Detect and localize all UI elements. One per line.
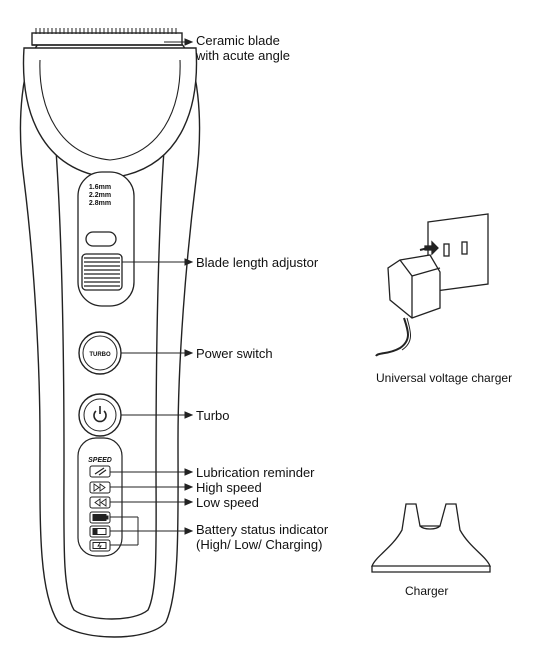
indicator-icons (89, 465, 111, 552)
blade-head (22, 47, 198, 179)
power-switch-label: Power switch (196, 346, 273, 361)
power-icon (93, 410, 107, 423)
high-speed-label: High speed (196, 480, 262, 495)
low-speed-label: Low speed (196, 495, 259, 510)
length-mark: 2.2mm (89, 192, 111, 199)
ceramic-blade-label-line2: with acute angle (196, 48, 290, 63)
length-mark: 2.8mm (89, 200, 111, 207)
base-charger-caption: Charger (405, 584, 449, 598)
length-mark: 1.6mm (89, 184, 111, 191)
ceramic-blade-label: Ceramic blade with acute angle (196, 33, 290, 63)
callout-lines (110, 38, 194, 546)
blade-length-adjustor (77, 171, 135, 307)
ceramic-blade-label-line1: Ceramic blade (196, 33, 280, 48)
wall-charger (375, 213, 489, 357)
plug-arrow (424, 240, 439, 256)
wall-charger-caption: Universal voltage charger (376, 371, 513, 385)
clipper-body-inner (55, 149, 165, 620)
battery-status-label: Battery status indicator (High/ Low/ Cha… (196, 522, 328, 552)
turbo-label: Turbo (196, 408, 230, 423)
clipper (19, 32, 201, 638)
speed-label: SPEED (88, 457, 112, 464)
base-charger (371, 503, 491, 573)
battery-status-label-line1: Battery status indicator (196, 522, 329, 537)
blade-teeth (35, 28, 177, 34)
blade-length-adjustor-label: Blade length adjustor (196, 255, 319, 270)
power-button[interactable] (78, 393, 122, 437)
turbo-button-text: TURBO (89, 352, 111, 358)
ceramic-blade (31, 32, 183, 46)
lubrication-reminder-label: Lubrication reminder (196, 465, 315, 480)
clipper-body-outline (19, 41, 201, 638)
battery-status-label-line2: (High/ Low/ Charging) (196, 537, 323, 552)
turbo-button[interactable] (78, 331, 122, 375)
charger-cable (375, 317, 409, 357)
